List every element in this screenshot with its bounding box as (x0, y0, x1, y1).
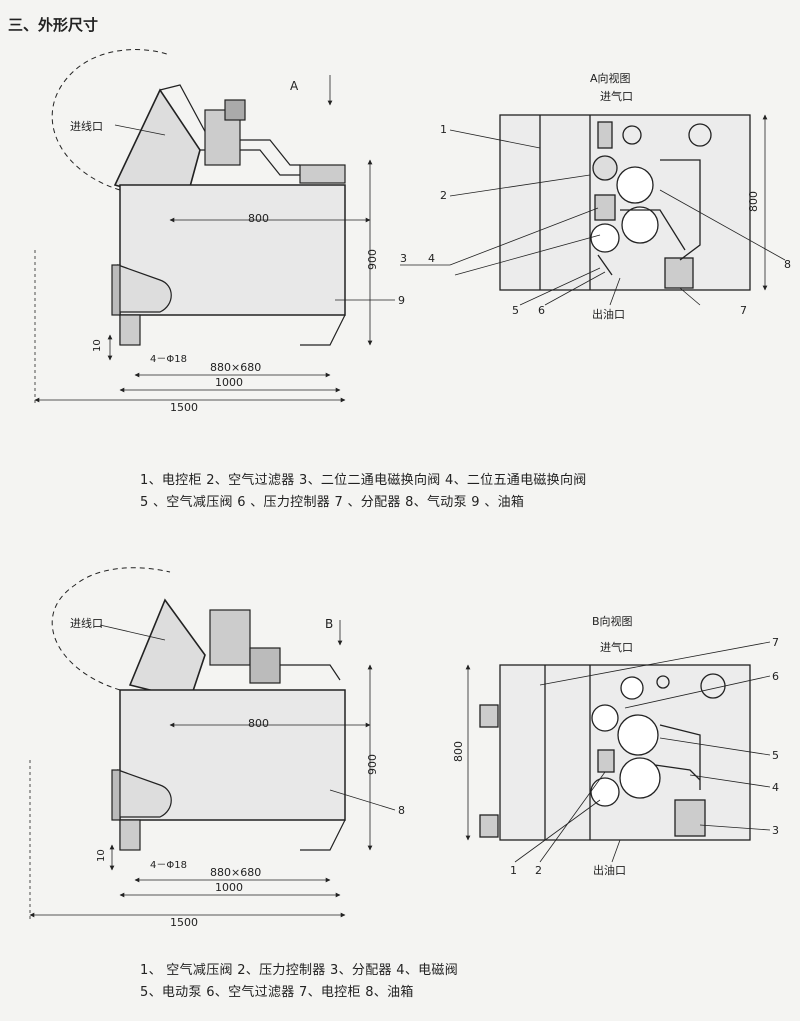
fig1-legend-line2: 5 、空气减压阀 6 、压力控制器 7 、分配器 8、气动泵 9 、油箱 (140, 495, 525, 510)
fig2-b-view (479, 664, 751, 841)
fig2-callout-1: 1 (510, 864, 517, 877)
fig1-callout-2: 2 (440, 189, 447, 202)
fig1-dim-1000: 1000 (215, 376, 243, 389)
fig2-legend-line2: 5、电动泵 6、空气过滤器 7、电控柜 8、油箱 (140, 985, 414, 1000)
fig2-arrow-label: B (325, 617, 333, 631)
fig1-cable-inlet: 进线口 (70, 119, 103, 133)
fig1-dim-10: 10 (92, 339, 103, 352)
fig1-a-view (499, 114, 751, 291)
fig2-view-title: B向视图 (592, 614, 633, 628)
fig2-legend: 1、 空气减压阀 2、压力控制器 3、分配器 4、电磁阀 5、电动泵 6、空气过… (140, 960, 458, 1004)
fig2-view-height: 800 (452, 741, 465, 762)
fig2-dim-1000: 1000 (215, 881, 243, 894)
fig2-dim-800: 800 (248, 717, 269, 730)
section-title: 三、外形尺寸 (8, 16, 99, 34)
fig1-dim-880x680: 880×680 (210, 361, 261, 374)
fig1-side-view (51, 49, 346, 346)
fig2-callout-2: 2 (535, 864, 542, 877)
fig1-holes: 4－Φ18 (150, 354, 187, 365)
fig1-dim-900: 900 (366, 249, 379, 270)
fig1-callout-3: 3 (400, 252, 407, 265)
fig2-callout-5: 5 (772, 749, 779, 762)
fig2-oil-outlet: 出油口 (593, 863, 626, 877)
fig1-dim-800: 800 (248, 212, 269, 225)
fig1-callout-8: 8 (784, 258, 791, 271)
fig2-dim-880x680: 880×680 (210, 866, 261, 879)
fig1-intake: 进气口 (600, 89, 633, 103)
fig2-callout-8: 8 (398, 804, 405, 817)
fig1-view-height: 800 (747, 191, 760, 212)
fig2-callout-6: 6 (772, 670, 779, 683)
fig2-dimension-lines (29, 620, 396, 920)
fig1-callout-4: 4 (428, 252, 435, 265)
fig2-callout-3: 3 (772, 824, 779, 837)
fig1-callout-7: 7 (740, 304, 747, 317)
fig1-dimension-lines (34, 75, 395, 405)
fig1-callout-6: 6 (538, 304, 545, 317)
fig2-intake: 进气口 (600, 640, 633, 654)
fig1-oil-outlet: 出油口 (592, 307, 625, 321)
fig1-legend: 1、电控柜 2、空气过滤器 3、二位二通电磁换向阀 4、二位五通电磁换向阀 5 … (140, 470, 587, 514)
fig1-callout-9: 9 (398, 294, 405, 307)
fig2-callout-4: 4 (772, 781, 779, 794)
fig2-b-view-leaders (465, 641, 771, 863)
fig1-view-title: A向视图 (590, 71, 631, 85)
fig1-dim-1500: 1500 (170, 401, 198, 414)
fig2-legend-line1: 1、 空气减压阀 2、压力控制器 3、分配器 4、电磁阀 (140, 963, 459, 978)
fig1-a-view-leaders (400, 114, 786, 306)
fig2-cable-inlet: 进线口 (70, 616, 103, 630)
fig1-callout-1: 1 (440, 123, 447, 136)
fig2-dim-1500: 1500 (170, 916, 198, 929)
fig2-callout-7: 7 (772, 636, 779, 649)
fig1-arrow-label: A (290, 79, 299, 93)
fig1-callout-5: 5 (512, 304, 519, 317)
fig1-legend-line1: 1、电控柜 2、空气过滤器 3、二位二通电磁换向阀 4、二位五通电磁换向阀 (140, 473, 587, 488)
fig2-side-view (51, 567, 346, 851)
fig2-holes: 4－Φ18 (150, 860, 187, 871)
fig2-dim-900: 900 (366, 754, 379, 775)
fig2-dim-10: 10 (96, 849, 107, 862)
